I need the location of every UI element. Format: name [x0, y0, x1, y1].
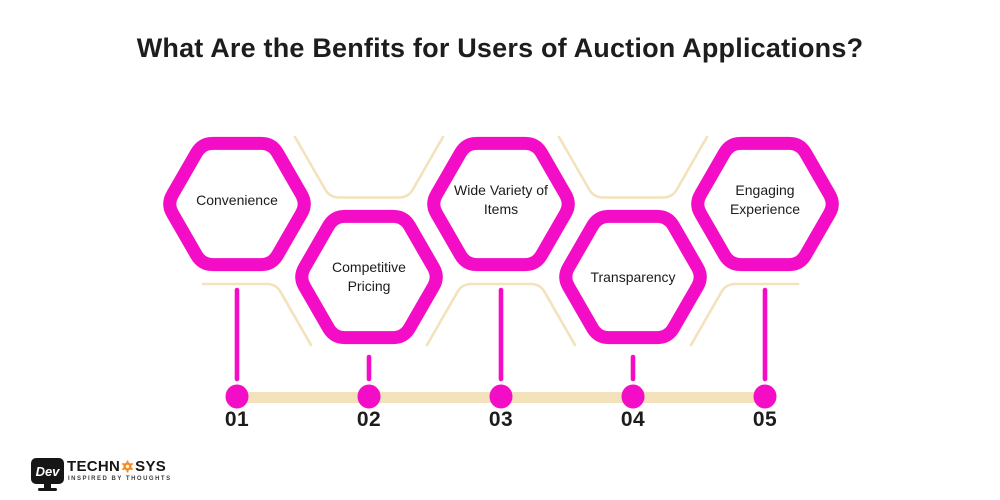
benefit-label-5: Engaging Experience	[729, 182, 801, 217]
gear-icon	[122, 460, 134, 473]
partial-hexagon-outline-top-right	[557, 135, 709, 199]
logo-name: TECHN SYS	[67, 458, 166, 475]
benefit-label-3: Wide Variety of Items	[454, 182, 548, 217]
timeline-dots	[225, 384, 777, 409]
timeline-number-5: 05	[752, 408, 778, 431]
connector-lines	[234, 287, 768, 382]
benefit-label-4: Transparency	[590, 268, 676, 285]
timeline-dot-2	[357, 384, 381, 409]
timeline-dot-4	[621, 384, 645, 409]
logo-name-left: TECHN	[67, 458, 121, 475]
timeline-number-1: 01	[224, 408, 250, 431]
monitor-stand	[44, 484, 51, 488]
timeline-number-2: 02	[356, 408, 382, 431]
page-title: What Are the Benfits for Users of Auctio…	[136, 33, 864, 63]
partial-hexagon-outline-top-left	[293, 135, 445, 199]
partial-hexagon-outline-bottom-1	[201, 282, 313, 347]
monitor-base	[38, 488, 57, 491]
benefit-label-2: Competitive Pricing	[332, 259, 406, 294]
dev-technosys-logo: Dev TECHN SYS INSPIRED BY THOUGHTS	[25, 455, 170, 497]
partial-hexagon-outline-bottom-2	[425, 282, 577, 347]
timeline-dot-5	[753, 384, 777, 409]
logo-name-right: SYS	[135, 458, 167, 475]
timeline-number-4: 04	[620, 408, 646, 431]
partial-hexagon-outline-bottom-3	[689, 282, 800, 347]
background-hexagon-outlines	[201, 135, 800, 347]
timeline-dot-3	[489, 384, 513, 409]
logo-tagline: INSPIRED BY THOUGHTS	[68, 476, 172, 482]
timeline-number-3: 03	[488, 408, 514, 431]
monitor-icon: Dev	[31, 458, 64, 484]
logo-monitor-text: Dev	[35, 463, 60, 479]
timeline-dot-1	[225, 384, 249, 409]
benefit-label-1: Convenience	[196, 191, 278, 208]
